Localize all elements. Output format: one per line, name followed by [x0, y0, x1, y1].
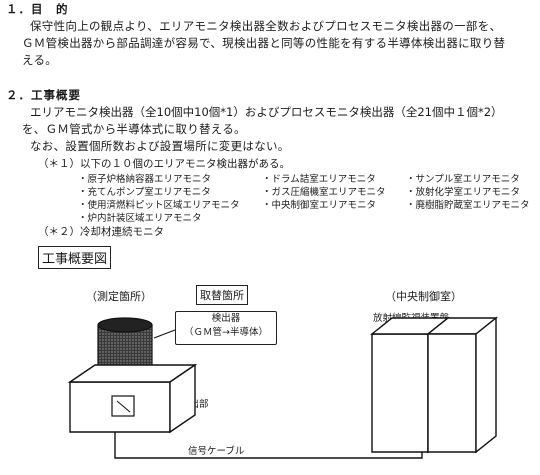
note2: （＊２）冷却材連続モニタ	[38, 226, 164, 238]
detector-callout-line2: （ＧＭ管→半導体）	[184, 327, 268, 338]
section1-line2: ＧＭ管検出器から部品調達が容易で、現検出器と同等の性能を有する半導体検出器に取り…	[22, 36, 506, 50]
monitor-item: ・中央制御室エリアモニタ	[262, 200, 377, 211]
monitor-item: ・原子炉格納容器エリアモニタ	[78, 174, 212, 185]
detector-callout-line1: 検出器	[211, 313, 241, 324]
diagram-title: 工事概要図	[38, 246, 112, 269]
detector-unit-icon	[67, 363, 198, 434]
signal-cable	[114, 432, 423, 459]
measure-place-label: （測定箇所）	[86, 290, 152, 303]
monitor-item: ・ガス圧縮機室エリアモニタ	[262, 187, 386, 198]
detector-callout: 検出器 （ＧＭ管→半導体）	[175, 311, 277, 345]
callout-leader	[153, 329, 176, 339]
section1-heading: １．目 的	[6, 2, 69, 16]
section1-line3: える。	[22, 53, 58, 67]
section2-line1: エリアモニタ検出器（全10個中10個*1）およびプロセスモニタ検出器（全21個中…	[30, 105, 503, 119]
section2-line2: を、ＧＭ管式から半導体式に取り替える。	[22, 122, 246, 136]
cable-label: 信号ケーブル	[188, 446, 245, 457]
monitor-panel-icon	[370, 316, 498, 454]
replace-place-label: 取替箇所	[196, 285, 248, 305]
monitor-item: ・放射化学室エリアモニタ	[406, 187, 521, 198]
control-room-label: （中央制御室）	[385, 290, 462, 303]
monitor-item: ・ドラム詰室エリアモニタ	[262, 174, 376, 185]
monitor-item: ・サンプル室エリアモニタ	[406, 174, 520, 185]
monitor-item: ・炉内計装区域エリアモニタ	[78, 213, 202, 224]
monitor-item: ・廃樹脂貯蔵室エリアモニタ	[406, 200, 530, 211]
section1-line1: 保守性向上の観点より、エリアモニタ検出器全数およびプロセスモニタ検出器の一部を、	[30, 19, 502, 33]
section2-heading: ２．工事概要	[6, 88, 81, 102]
monitor-item: ・使用済燃料ピット区域エリアモニタ	[78, 200, 240, 211]
monitor-item: ・充てんポンプ室エリアモニタ	[78, 187, 211, 198]
section2-line3: なお、設置個所数および設置場所に変更はない。	[30, 139, 290, 153]
note1: （＊１）以下の１０個のエリアモニタ検出器がある。	[38, 158, 290, 170]
